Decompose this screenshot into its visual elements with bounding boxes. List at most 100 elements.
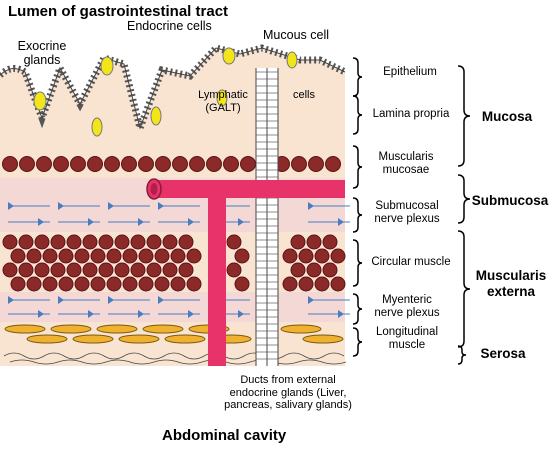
abdominal-cavity-label: Abdominal cavity	[162, 427, 287, 444]
muscle-cell	[10, 248, 26, 264]
muscle-cell	[306, 234, 322, 250]
muscularis-mucosae-cells	[2, 156, 341, 172]
exocrine-gland-cell	[33, 91, 47, 111]
muscle-cell	[70, 156, 86, 172]
muscle-cell	[122, 276, 138, 292]
muscle-cell	[178, 234, 194, 250]
muscle-cell	[106, 276, 122, 292]
muscle-cell	[154, 276, 170, 292]
muscle-cell	[186, 276, 202, 292]
muscle-cell	[2, 234, 18, 250]
blood-vessel-lumen	[150, 183, 158, 195]
muscle-cell	[121, 156, 137, 172]
nerve-ganglion	[238, 310, 244, 318]
nerve-ganglion	[158, 296, 164, 304]
nerve-ganglion	[88, 218, 94, 226]
muscle-cell	[314, 276, 330, 292]
muscle-cell	[314, 248, 330, 264]
muscle-cell	[162, 234, 178, 250]
diagram-title: Lumen of gastrointestinal tract	[8, 3, 229, 20]
serosa-fibers	[3, 352, 347, 365]
longitudinal-cell	[118, 334, 160, 344]
layer-brackets	[352, 57, 471, 365]
muscle-cell	[50, 262, 66, 278]
muscle-cell	[282, 248, 298, 264]
muscle-cell	[18, 234, 34, 250]
nerve-ganglion	[188, 310, 194, 318]
muscle-cell	[146, 262, 162, 278]
longitudinal-cell	[4, 324, 46, 334]
muscle-cell	[234, 276, 250, 292]
nerve-ganglion	[108, 202, 114, 210]
muscle-cell	[325, 156, 341, 172]
muscle-cell	[34, 262, 50, 278]
muscle-cell	[74, 276, 90, 292]
epithelium-outline-edge	[0, 47, 346, 130]
blood-vessel-vertical	[208, 196, 226, 366]
muscle-cell	[240, 156, 256, 172]
serosa-label: Serosa	[480, 346, 526, 361]
epithelium-label: Epithelium	[383, 66, 437, 78]
muscle-cell	[50, 234, 66, 250]
endocrine-cell	[100, 56, 114, 76]
muscle-cell	[82, 262, 98, 278]
muscle-cell	[130, 234, 146, 250]
endocrine-cell	[91, 117, 103, 137]
muscle-cell	[66, 262, 82, 278]
muscle-cell	[290, 234, 306, 250]
muscle-cell	[138, 156, 154, 172]
muscle-cell	[189, 156, 205, 172]
muscle-cell	[291, 156, 307, 172]
muscle-cell	[114, 234, 130, 250]
nerve-ganglion	[308, 202, 314, 210]
nerve-ganglion	[108, 296, 114, 304]
circular-muscle-cells	[2, 234, 346, 292]
muscle-cell	[138, 276, 154, 292]
longitudinal-cell	[72, 334, 114, 344]
mucous-cell	[286, 51, 298, 69]
mucosa-label: Mucosa	[481, 109, 533, 124]
muscle-cell	[154, 248, 170, 264]
muscle-cell	[34, 234, 50, 250]
muscle-cell	[306, 262, 322, 278]
muscle-cell	[298, 276, 314, 292]
muscle-cell	[162, 262, 178, 278]
muscle-cell	[42, 276, 58, 292]
muscle-cell	[223, 156, 239, 172]
muscle-cell	[98, 234, 114, 250]
muscle-cell	[206, 156, 222, 172]
nerve-ganglion	[138, 310, 144, 318]
nerve-ganglion	[188, 218, 194, 226]
nerve-ganglion	[138, 218, 144, 226]
muscle-cell	[106, 248, 122, 264]
muscle-cell	[170, 276, 186, 292]
nerve-ganglion	[58, 202, 64, 210]
muscle-cell	[90, 248, 106, 264]
muscle-cell	[170, 248, 186, 264]
lamina-propria-label: Lamina propria	[372, 108, 450, 120]
longitudinal-cell	[96, 324, 138, 334]
serosa-band	[0, 344, 345, 366]
nerve-ganglion	[88, 310, 94, 318]
nerve-ganglion	[238, 218, 244, 226]
muscle-cell	[58, 276, 74, 292]
longitudinal-cell	[164, 334, 206, 344]
muscle-cell	[155, 156, 171, 172]
longitudinal-cell	[302, 334, 344, 344]
mucous-cell	[222, 47, 236, 65]
longitudinal-cell	[142, 324, 184, 334]
muscle-cell	[122, 248, 138, 264]
muscle-cell	[87, 156, 103, 172]
muscle-cell	[172, 156, 188, 172]
muscle-cell	[130, 262, 146, 278]
muscle-cell	[74, 248, 90, 264]
muscle-cell	[26, 276, 42, 292]
longitudinal-cell	[280, 324, 322, 334]
muscle-cell	[53, 156, 69, 172]
muscle-cell	[226, 262, 242, 278]
